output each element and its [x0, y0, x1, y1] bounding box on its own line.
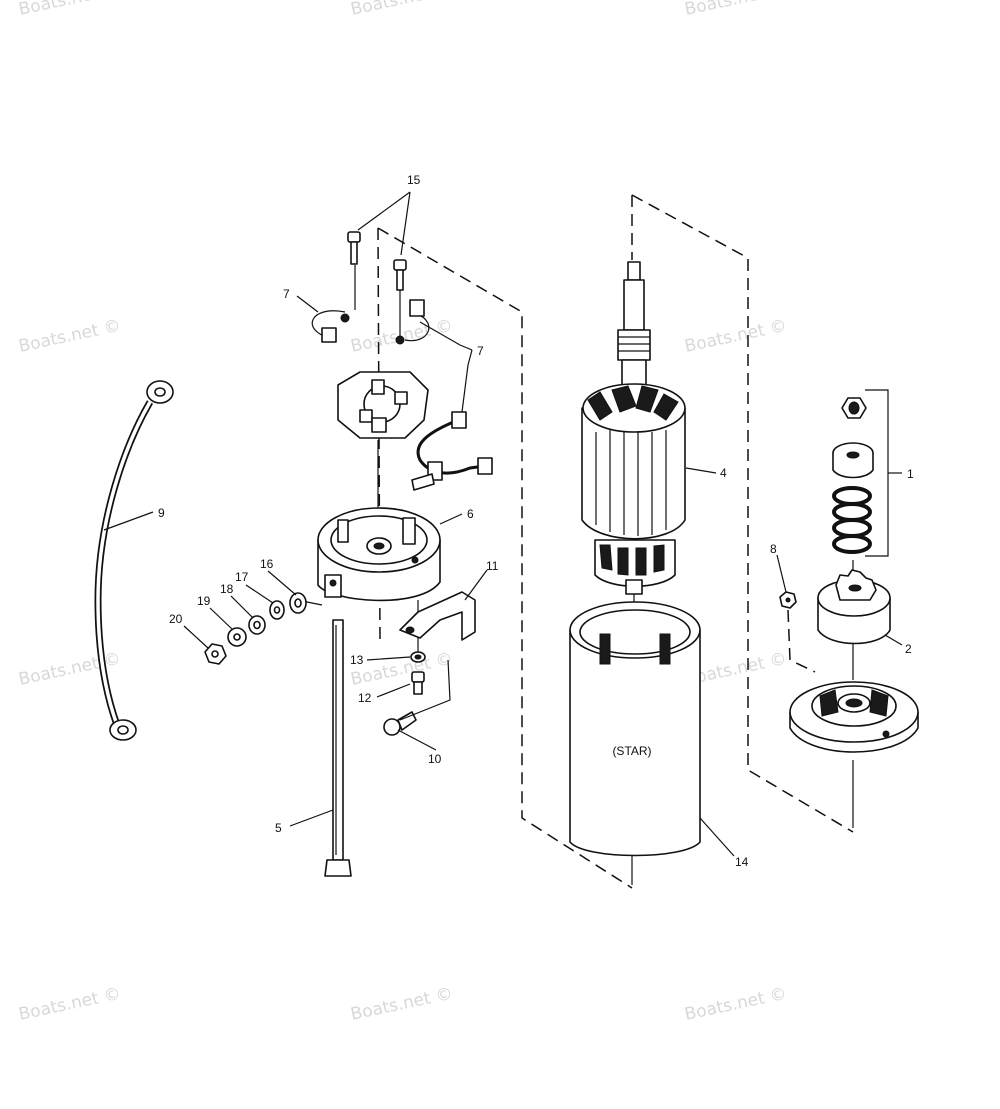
callout-17: 17: [235, 570, 249, 584]
callout-10: 10: [428, 752, 442, 766]
callout-9: 9: [158, 506, 165, 520]
callout-18: 18: [220, 582, 234, 596]
watermark: Boats.net ©: [349, 984, 455, 1025]
watermark: Boats.net ©: [17, 984, 123, 1025]
drive-pinion: [817, 569, 891, 645]
mounting-bracket: [399, 591, 476, 641]
callout-8: 8: [770, 542, 777, 556]
frame-housing: (STAR): [569, 601, 701, 857]
callout-6: 6: [467, 507, 474, 521]
watermark: Boats.net ©: [349, 0, 455, 20]
brush-lead-wire: [411, 411, 493, 491]
watermark: Boats.net ©: [683, 984, 789, 1025]
callout-19: 19: [197, 594, 211, 608]
callout-16: 16: [260, 557, 274, 571]
callout-7-right: 7: [477, 344, 484, 358]
watermark: Boats.net ©: [683, 316, 789, 357]
head-nut: [779, 591, 797, 609]
callout-12: 12: [358, 691, 372, 705]
bracket-hardware: [383, 651, 426, 736]
callout-14: 14: [735, 855, 749, 869]
battery-cable: [94, 380, 174, 741]
callout-1: 1: [907, 467, 914, 481]
watermark: Boats.net ©: [17, 316, 123, 357]
housing-label: (STAR): [612, 744, 651, 758]
callout-2: 2: [905, 642, 912, 656]
through-bolt: [324, 619, 352, 877]
callout-5: 5: [275, 821, 282, 835]
callout-4: 4: [720, 466, 727, 480]
drive-spring-group: [832, 397, 874, 554]
watermark: Boats.net ©: [17, 0, 123, 20]
brush-holder-plate: [337, 371, 429, 439]
callout-labels: 15 7 7 9 6 16 17 18 19 20 11 13 12 10 5 …: [158, 173, 914, 869]
callout-20: 20: [169, 612, 183, 626]
callout-7-left: 7: [283, 287, 290, 301]
callout-13: 13: [350, 653, 364, 667]
watermark: Boats.net ©: [683, 0, 789, 20]
callout-15: 15: [407, 173, 421, 187]
brush-springs: [311, 299, 430, 343]
armature: [581, 261, 686, 595]
commutator-end-cap: [317, 507, 441, 602]
callout-11: 11: [486, 559, 499, 573]
drive-end-head: [789, 681, 919, 753]
watermark: Boats.net ©: [349, 649, 455, 690]
brush-screws: [340, 231, 407, 345]
terminal-hardware: [204, 592, 307, 665]
callout-leaders: [103, 191, 903, 857]
